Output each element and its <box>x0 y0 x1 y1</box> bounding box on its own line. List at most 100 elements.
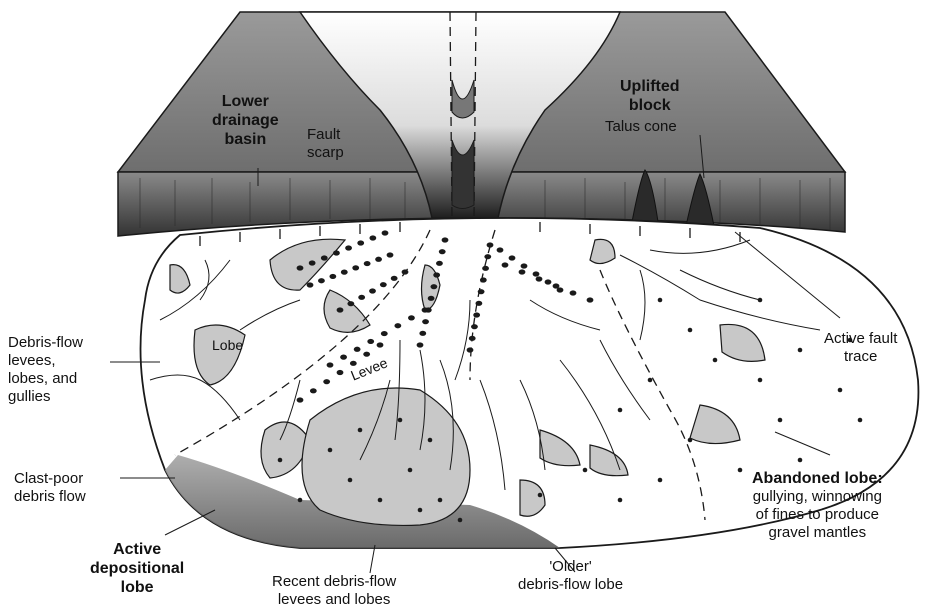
clast-dot <box>323 379 330 384</box>
clast-dot <box>473 312 480 317</box>
clast-dot <box>658 478 663 483</box>
clast-dot <box>422 319 429 324</box>
clast-dot <box>381 331 388 336</box>
clast-dot <box>688 438 693 443</box>
label-lower-drainage-basin: Lower drainage basin <box>212 92 279 149</box>
clast-dot <box>778 418 783 423</box>
clast-dot <box>363 352 370 357</box>
clast-dot <box>375 257 382 262</box>
clast-dot <box>838 388 843 393</box>
clast-dot <box>367 339 374 344</box>
clast-dot <box>545 279 552 284</box>
label-active-fault-trace: Active fault trace <box>824 330 897 366</box>
clast-dot <box>536 276 543 281</box>
clast-dot <box>467 347 474 352</box>
clast-dot <box>347 301 354 306</box>
clast-dot <box>798 348 803 353</box>
clast-dot <box>297 265 304 270</box>
clast-dot <box>648 378 653 383</box>
clast-dot <box>533 271 540 276</box>
clast-dot <box>307 282 314 287</box>
clast-dot <box>354 347 361 352</box>
clast-dot <box>439 249 446 254</box>
clast-dot <box>418 508 423 513</box>
label-recent-debris-flow: Recent debris-flow levees and lobes <box>272 573 396 609</box>
clast-dot <box>475 301 482 306</box>
clast-dot <box>618 408 623 413</box>
clast-dot <box>433 272 440 277</box>
clast-dot <box>497 247 504 252</box>
clast-dot <box>321 255 328 260</box>
clast-dot <box>382 230 389 235</box>
clast-dot <box>553 283 560 288</box>
clast-dot <box>428 438 433 443</box>
label-abandoned-lobe: Abandoned lobe: gullying, winnowing of f… <box>752 470 883 542</box>
clast-dot <box>358 428 363 433</box>
clast-dot <box>408 468 413 473</box>
clast-dot <box>658 298 663 303</box>
clast-dot <box>480 277 487 282</box>
label-lobe: Lobe <box>212 336 243 354</box>
clast-dot <box>309 260 316 265</box>
clast-dot <box>364 261 371 266</box>
clast-dot <box>337 307 344 312</box>
clast-dot <box>487 242 494 247</box>
clast-dot <box>369 288 376 293</box>
clast-dot <box>519 269 526 274</box>
clast-dot <box>428 296 435 301</box>
clast-dot <box>310 388 317 393</box>
clast-dot <box>352 265 359 270</box>
clast-dot <box>618 498 623 503</box>
clast-dot <box>458 518 463 523</box>
clast-dot <box>328 448 333 453</box>
clast-dot <box>391 276 398 281</box>
clast-dot <box>387 252 394 257</box>
clast-dot <box>471 324 478 329</box>
clast-dot <box>358 295 365 300</box>
clast-dot <box>408 315 415 320</box>
clast-dot <box>419 331 426 336</box>
clast-dot <box>278 458 283 463</box>
clast-dot <box>380 282 387 287</box>
clast-dot <box>538 493 543 498</box>
clast-dot <box>713 358 718 363</box>
clast-dot <box>484 254 491 259</box>
clast-dot <box>583 468 588 473</box>
label-fault-scarp: Fault scarp <box>307 126 344 162</box>
clast-dot <box>482 266 489 271</box>
clast-dot <box>341 270 348 275</box>
clast-dot <box>340 355 347 360</box>
clast-dot <box>345 245 352 250</box>
clast-dot <box>422 307 429 312</box>
label-debris-flow-levees: Debris-flow levees, lobes, and gullies <box>8 334 83 406</box>
clast-dot <box>337 370 344 375</box>
clast-dot <box>318 278 325 283</box>
clast-dot <box>758 298 763 303</box>
clast-dot <box>688 328 693 333</box>
clast-dot <box>521 263 528 268</box>
clast-dot <box>298 498 303 503</box>
clast-dot <box>329 274 336 279</box>
clast-dot <box>369 235 376 240</box>
clast-dot <box>509 255 516 260</box>
clast-dot <box>758 378 763 383</box>
clast-dot <box>438 498 443 503</box>
clast-dot <box>377 342 384 347</box>
clast-dot <box>297 397 304 402</box>
clast-dot <box>378 498 383 503</box>
clast-dot <box>436 261 443 266</box>
clast-dot <box>430 284 437 289</box>
label-clast-poor: Clast-poor debris flow <box>14 470 86 506</box>
clast-dot <box>348 478 353 483</box>
clast-dot <box>398 418 403 423</box>
clast-dot <box>417 342 424 347</box>
clast-dot <box>357 240 364 245</box>
clast-dot <box>333 250 340 255</box>
clast-dot <box>587 297 594 302</box>
label-uplifted-block: Uplifted block <box>620 77 680 115</box>
clast-dot <box>738 468 743 473</box>
label-older-lobe: 'Older' debris-flow lobe <box>518 558 623 594</box>
clast-dot <box>402 269 409 274</box>
clast-dot <box>570 290 577 295</box>
label-active-depositional-lobe: Active depositional lobe <box>90 540 184 597</box>
